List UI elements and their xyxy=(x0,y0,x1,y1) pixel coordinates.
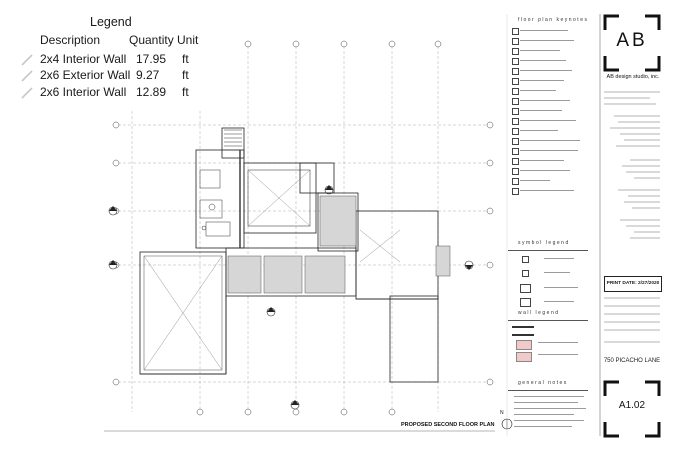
legend-description: 2x6 Interior Wall xyxy=(40,85,127,99)
measurement-legend: Legend Description Quantity Unit 2x4 Int… xyxy=(0,0,215,110)
title-block-text-lines xyxy=(604,91,660,239)
legend-description: 2x6 Exterior Wall xyxy=(40,68,131,82)
legend-quantity: 12.89 xyxy=(136,85,167,99)
studio-name: AB design studio, inc. xyxy=(606,74,660,80)
notes-panel: floor plan keynotes symbol legend wall l… xyxy=(504,14,600,434)
sheet-number: A1.02 xyxy=(618,400,646,411)
plan-title: PROPOSED SECOND FLOOR PLAN xyxy=(401,422,495,428)
sheet-corners-icon xyxy=(603,380,661,438)
pencil-icon xyxy=(21,54,33,66)
symbol-legend-title: symbol legend xyxy=(518,240,570,246)
legend-unit: ft xyxy=(182,68,189,82)
plan-walls xyxy=(139,127,439,383)
firm-logo: AB xyxy=(603,14,661,72)
legend-quantity: 17.95 xyxy=(136,52,167,66)
title-block: AB AB design studio, inc. PRINT DATE: 2/… xyxy=(600,14,664,438)
legend-header-unit: Unit xyxy=(177,33,199,47)
revision-lines xyxy=(604,297,660,343)
legend-description: 2x4 Interior Wall xyxy=(40,52,127,66)
section-markers xyxy=(108,185,474,410)
keynotes-title: floor plan keynotes xyxy=(518,17,589,23)
legend-row[interactable]: 2x4 Interior Wall 17.95 ft xyxy=(0,51,215,69)
roof-lines xyxy=(143,169,401,371)
legend-unit: ft xyxy=(182,52,189,66)
print-date: PRINT DATE: 2/27/2020 xyxy=(604,276,662,292)
general-notes-title: general notes xyxy=(518,380,568,386)
pencil-icon xyxy=(21,87,33,99)
north-label: N xyxy=(500,410,504,416)
legend-row[interactable]: 2x6 Interior Wall 12.89 ft xyxy=(0,84,215,102)
legend-row[interactable]: 2x6 Exterior Wall 9.27 ft xyxy=(0,67,215,85)
logo-corners-icon xyxy=(603,14,661,72)
sheet-number-block: A1.02 xyxy=(603,380,661,438)
project-address: 750 PICACHO LANE xyxy=(603,358,661,364)
legend-unit: ft xyxy=(182,85,189,99)
interior-details xyxy=(199,129,242,248)
legend-header-description: Description xyxy=(40,33,101,47)
pencil-icon xyxy=(21,70,33,82)
wall-legend-title: wall legend xyxy=(518,310,560,316)
logo-text: AB xyxy=(616,30,648,51)
legend-title: Legend xyxy=(90,15,132,29)
legend-quantity: 9.27 xyxy=(136,68,160,82)
legend-header-quantity: Quantity xyxy=(129,33,174,47)
hatched-decks xyxy=(227,195,451,294)
